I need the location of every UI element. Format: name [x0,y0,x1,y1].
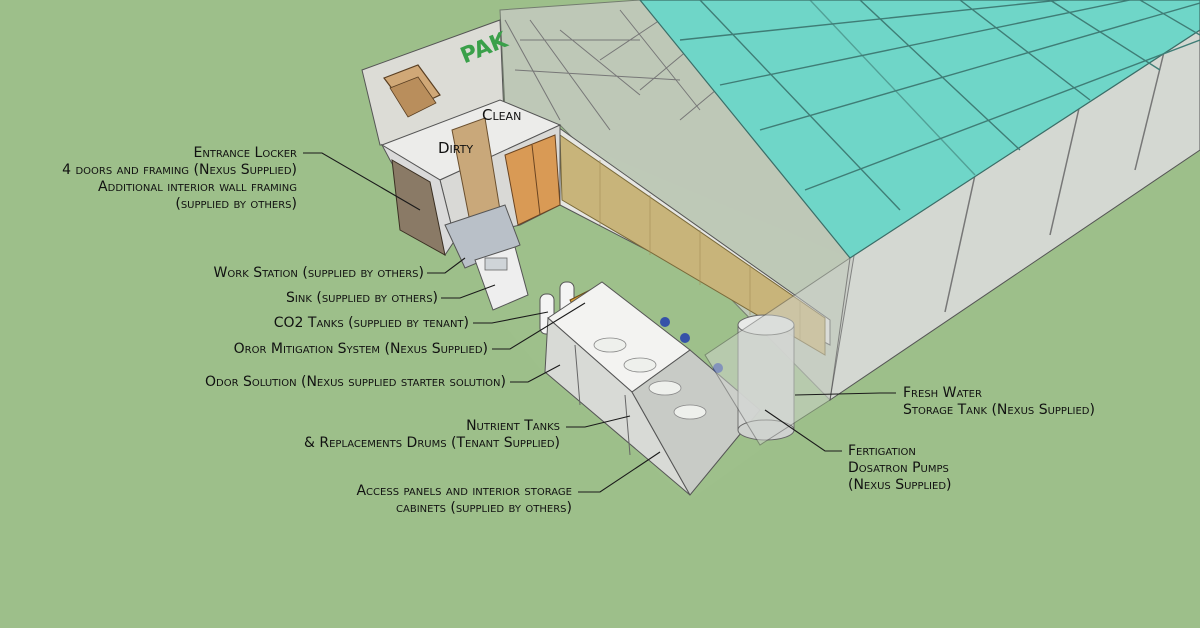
label-line: Additional interior wall framing [98,179,297,195]
leader-entrance-locker [303,152,421,211]
leader-nutrient [566,415,631,428]
label-line: Entrance Locker [193,145,297,161]
label-line: 4 doors and framing (Nexus Supplied) [62,162,297,178]
label-line: (supplied by others) [175,196,297,212]
label-nutrient-tanks: Nutrient Tanks & Replacements Drums (Ten… [304,418,560,452]
leader-lines [303,152,896,493]
sink-basin [484,257,508,271]
label-line: Storage Tank (Nexus Supplied) [903,402,1095,418]
leader-access-panels [578,451,661,493]
label-line: Dosatron Pumps [848,460,949,476]
label-line: Fertigation [848,443,916,459]
entrance-door [391,159,446,256]
label-odor-solution: Odor Solution (Nexus supplied starter so… [205,374,506,390]
dirty-room-label: Dirty [438,139,473,157]
leader-odor-solution [510,364,561,383]
leader-work-station [427,257,466,274]
label-sink: Sink (supplied by others) [286,290,438,306]
exhaust-fan-louvers [389,76,437,118]
leader-fresh-water [794,392,896,396]
label-fresh-water: Fresh Water Storage Tank (Nexus Supplied… [903,385,1095,419]
side-wall-frames [944,47,1166,313]
label-odor-mitigation: Oror Mitigation System (Nexus Supplied) [233,341,488,357]
leader-odor-mitigation [492,302,586,350]
label-access-panels: Access panels and interior storage cabin… [356,483,572,517]
truss-frames [504,9,761,141]
label-entrance-locker: Entrance Locker [193,145,297,162]
end-glass-wall [704,256,851,446]
glass-roof [639,0,1200,259]
leader-fertigation [764,409,842,452]
label-line: (Nexus Supplied) [848,477,952,493]
label-fertigation: Fertigation Dosatron Pumps (Nexus Suppli… [848,443,952,494]
label-work-station: Work Station (supplied by others) [213,265,424,281]
leader-co2 [473,311,549,324]
leader-sink [441,284,496,299]
roof-grid [679,0,1200,211]
label-line: Access panels and interior storage [356,483,572,499]
clean-room-label: Clean [482,106,521,124]
cabinet-divider [574,344,581,406]
label-line: Nutrient Tanks [466,418,560,434]
label-co2-tanks: CO2 Tanks (supplied by tenant) [273,315,469,331]
clean-room-doors [504,134,561,226]
label-line: cabinets (supplied by others) [396,500,572,516]
label-entrance-locker-detail: 4 doors and framing (Nexus Supplied) Add… [62,162,297,213]
label-line: & Replacements Drums (Tenant Supplied) [304,435,560,451]
cabinet-divider [624,394,631,456]
nutrient-drums [593,337,707,420]
label-line: Fresh Water [903,385,982,401]
